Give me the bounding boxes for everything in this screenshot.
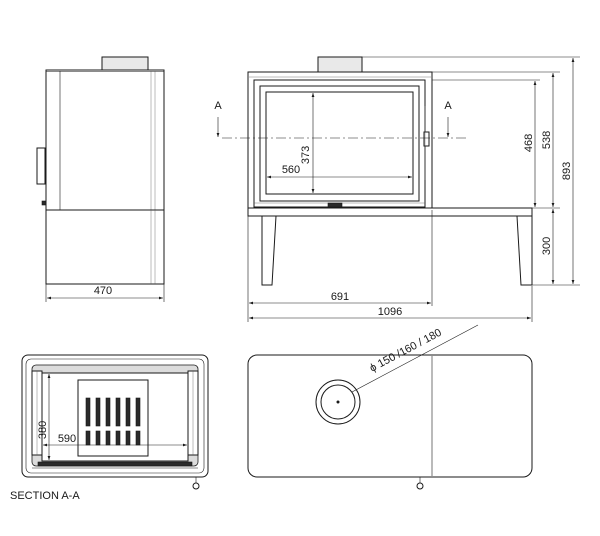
section-title: SECTION A-A <box>10 490 80 502</box>
top-control-knob <box>416 482 424 490</box>
section-marker-left: A <box>214 100 222 112</box>
bench-leg-left <box>261 215 277 286</box>
dim-label-base-height: 300 <box>541 237 553 255</box>
dim-label-side-width: 470 <box>94 285 112 297</box>
side-base <box>45 209 165 285</box>
section-marker-right: A <box>444 100 452 112</box>
top-outline <box>247 354 533 478</box>
dim-label-glass-width: 560 <box>282 164 300 176</box>
front-air-control <box>327 202 343 208</box>
flue-leader-line <box>351 324 479 393</box>
section-a-a-view: 380 590 SECTION A-A <box>10 354 209 502</box>
dim-label-total-width: 1096 <box>378 306 402 318</box>
side-flue-collar <box>101 56 149 72</box>
bench-leg-right <box>516 215 533 286</box>
side-door-handle <box>36 147 46 185</box>
section-grate <box>37 461 193 467</box>
flue-outlet-center <box>336 400 340 404</box>
dim-label-body-height: 538 <box>541 131 553 149</box>
dim-label-door-width: 691 <box>331 291 349 303</box>
dim-label-glass-height: 373 <box>300 146 312 164</box>
front-view: A A 373 560 691 1096 468 538 300 <box>214 56 580 322</box>
dim-label-section-width: 590 <box>58 433 76 445</box>
side-view: 470 <box>36 56 165 302</box>
dim-label-door-height: 468 <box>523 134 535 152</box>
bench-top <box>247 207 533 217</box>
side-body <box>45 69 165 211</box>
front-flue-collar <box>317 56 363 74</box>
dim-label-total-height: 893 <box>561 162 573 180</box>
front-glass <box>265 91 414 195</box>
front-door-latch <box>423 131 430 147</box>
dim-label-section-depth: 380 <box>37 421 49 439</box>
section-control-knob <box>192 482 200 490</box>
top-view: ϕ 150 /160 / 180 <box>247 324 533 490</box>
